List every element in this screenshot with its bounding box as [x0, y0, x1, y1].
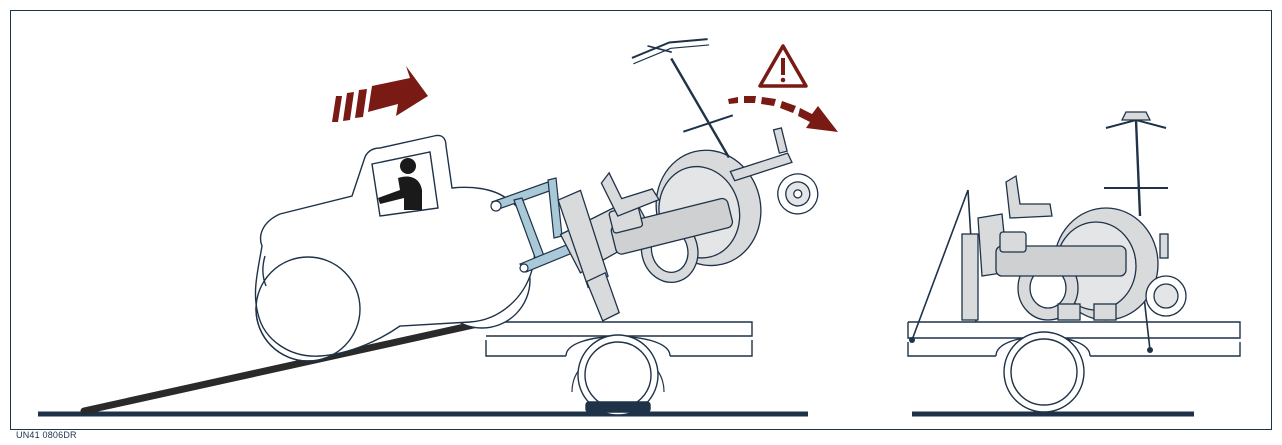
trailer-right	[908, 322, 1240, 412]
curved-danger-arrow-icon	[728, 96, 838, 132]
figure-code-label: UN41 0806DR	[16, 430, 77, 440]
reel-mower-secured	[962, 112, 1186, 320]
anchor-point-rear	[1147, 347, 1153, 353]
move-forward-arrow-icon	[332, 66, 428, 122]
warning-triangle-icon	[760, 46, 806, 86]
tractor	[255, 135, 534, 361]
right-scene	[908, 112, 1240, 414]
trailer-left	[486, 322, 752, 415]
anchor-point-front	[909, 337, 915, 343]
left-scene	[38, 14, 838, 415]
